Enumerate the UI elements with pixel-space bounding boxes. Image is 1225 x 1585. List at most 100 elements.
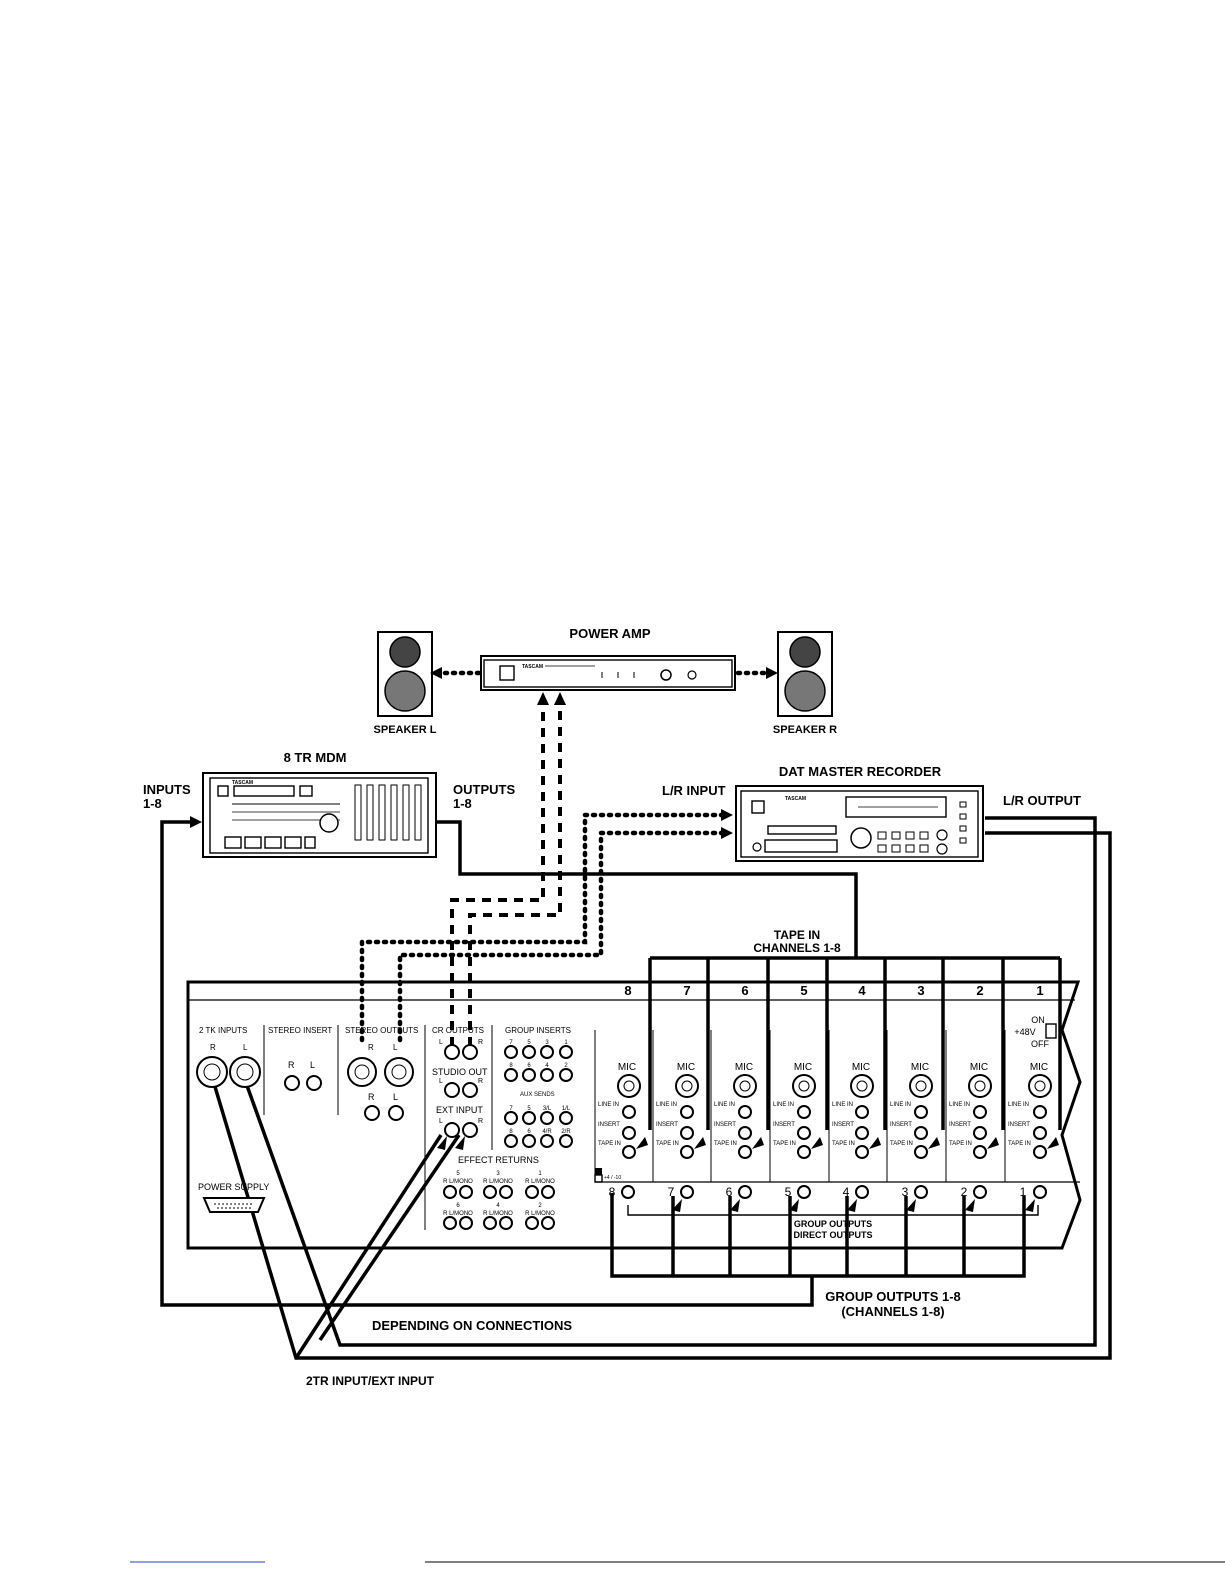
channel-strip-1: MIC LINE IN INSERT TAPE IN — [1008, 1062, 1052, 1159]
woofer-r — [784, 670, 826, 712]
tape-in-jack-label: TAPE IN — [714, 1141, 737, 1147]
mic-label: MIC — [735, 1062, 753, 1073]
two-tk-inputs-label: 2 TK INPUTS — [199, 1026, 247, 1035]
dat-recorder: TASCAM — [735, 785, 984, 862]
mdm-recorder: TASCAM — [202, 772, 437, 858]
jack-number: 7 — [509, 1040, 513, 1046]
jack-number: 6 — [527, 1129, 531, 1135]
channel-number: 7 — [683, 983, 690, 998]
l-label: L — [393, 1043, 398, 1052]
rl-mono-label: R L/MONO — [443, 1179, 473, 1185]
jack-number: 1 — [538, 1171, 542, 1177]
tweeter-l — [389, 636, 421, 668]
mdm-label: 8 TR MDM — [284, 750, 347, 765]
jack-number: 3/L — [543, 1106, 552, 1112]
channel-strip-8: MIC LINE IN INSERT TAPE IN — [598, 1062, 641, 1159]
l-label: L — [439, 1078, 443, 1085]
jack-number: 1/L — [562, 1106, 571, 1112]
dat-brand: TASCAM — [785, 796, 806, 802]
speaker-l — [377, 631, 433, 717]
jack-number: 6 — [456, 1203, 460, 1209]
lr-output-label: L/R OUTPUT — [1003, 793, 1081, 808]
mic-label: MIC — [970, 1062, 988, 1073]
group-out-number: 8 — [609, 1185, 616, 1199]
r-label: R — [210, 1043, 216, 1052]
line-in-label: LINE IN — [1008, 1102, 1029, 1108]
jack-number: 2 — [564, 1063, 568, 1069]
l-label: L — [439, 1039, 443, 1046]
tape-in-jack-label: TAPE IN — [773, 1141, 796, 1147]
insert-label: INSERT — [832, 1122, 854, 1128]
rl-mono-label: R L/MONO — [525, 1211, 555, 1217]
jack-number: 8 — [509, 1063, 513, 1069]
line-in-label: LINE IN — [890, 1102, 911, 1108]
level-switch-icon — [595, 1168, 602, 1175]
tape-in-jack-label: TAPE IN — [656, 1141, 679, 1147]
cr-outputs-label: CR OUTPUTS — [432, 1026, 484, 1035]
jack-number: 5 — [527, 1040, 531, 1046]
jack-number: 8 — [509, 1129, 513, 1135]
stereo-outputs-label: STEREO OUTPUTS — [345, 1026, 418, 1035]
xlr-jack — [617, 1074, 641, 1098]
jack-number: 7 — [509, 1106, 513, 1112]
dat-label: DAT MASTER RECORDER — [779, 764, 942, 779]
lr-input-label: L/R INPUT — [662, 783, 726, 798]
outputs-range-label: 1-8 — [453, 796, 472, 811]
channel-number: 2 — [976, 983, 983, 998]
tape-in-jack-label: TAPE IN — [890, 1141, 913, 1147]
jack-number: 6 — [527, 1063, 531, 1069]
phantom-on-label: ON — [1031, 1015, 1045, 1025]
jack-number: 4/R — [542, 1129, 552, 1135]
tape-in-jack-label: TAPE IN — [949, 1141, 972, 1147]
insert-label: INSERT — [714, 1122, 736, 1128]
jack-number: 5 — [456, 1171, 460, 1177]
solid-cables — [160, 816, 1112, 1360]
r-label: R — [478, 1039, 483, 1046]
aux-sends-label: AUX SENDS — [520, 1092, 555, 1098]
group-out-number: 2 — [961, 1185, 968, 1199]
power-amp-label: POWER AMP — [569, 626, 650, 641]
jack-number: 2 — [538, 1203, 542, 1209]
group-outputs-label: GROUP OUTPUTS 1-8 — [825, 1289, 961, 1304]
channel-strips — [594, 1030, 1006, 1182]
group-out-number: 5 — [785, 1185, 792, 1199]
tape-in-label: TAPE IN — [774, 928, 820, 942]
channel-strip-4: MIC LINE IN INSERT TAPE IN — [832, 1062, 874, 1159]
insert-label: INSERT — [656, 1122, 678, 1128]
group-out-number: 6 — [726, 1185, 733, 1199]
power-amp: TASCAM — [480, 655, 736, 691]
group-out-number: 3 — [902, 1185, 909, 1199]
channel-strip-6: MIC LINE IN INSERT TAPE IN — [714, 1062, 757, 1159]
r-label: R — [478, 1078, 483, 1085]
mic-label: MIC — [1030, 1062, 1048, 1073]
tweeter-r — [789, 636, 821, 668]
mic-label: MIC — [794, 1062, 812, 1073]
group-out-number: 4 — [843, 1185, 850, 1199]
channel-strip-5: MIC LINE IN INSERT TAPE IN — [773, 1062, 816, 1159]
group-out-number: 1 — [1020, 1185, 1027, 1199]
jack-number: 2/R — [561, 1129, 571, 1135]
two-tk-input-l-jack — [229, 1056, 261, 1088]
channel-strip-3: MIC LINE IN INSERT TAPE IN — [890, 1062, 933, 1159]
phantom-48v-label: +48V — [1014, 1027, 1035, 1037]
l-label: L — [310, 1060, 315, 1070]
two-tk-input-r-jack — [196, 1056, 228, 1088]
insert-label: INSERT — [598, 1122, 620, 1128]
power-supply-connector — [202, 1197, 266, 1213]
insert-label: INSERT — [949, 1122, 971, 1128]
tape-in-arrowheads — [636, 1137, 1059, 1149]
rl-mono-label: R L/MONO — [443, 1211, 473, 1217]
channel-strip-7: MIC LINE IN INSERT TAPE IN — [656, 1062, 699, 1159]
r-label: R — [368, 1043, 374, 1052]
effect-returns-label: EFFECT RETURNS — [458, 1155, 539, 1165]
rl-mono-label: R L/MONO — [483, 1211, 513, 1217]
channel-number: 8 — [624, 983, 631, 998]
line-in-label: LINE IN — [598, 1102, 619, 1108]
phantom-switch — [1045, 1023, 1057, 1039]
amp-brand: TASCAM — [522, 664, 543, 670]
inputs-label: INPUTS — [143, 782, 191, 797]
tape-in-jack-label: TAPE IN — [832, 1141, 855, 1147]
level-switch-label: +4 / -10 — [604, 1175, 621, 1181]
speaker-r-label: SPEAKER R — [773, 724, 837, 736]
